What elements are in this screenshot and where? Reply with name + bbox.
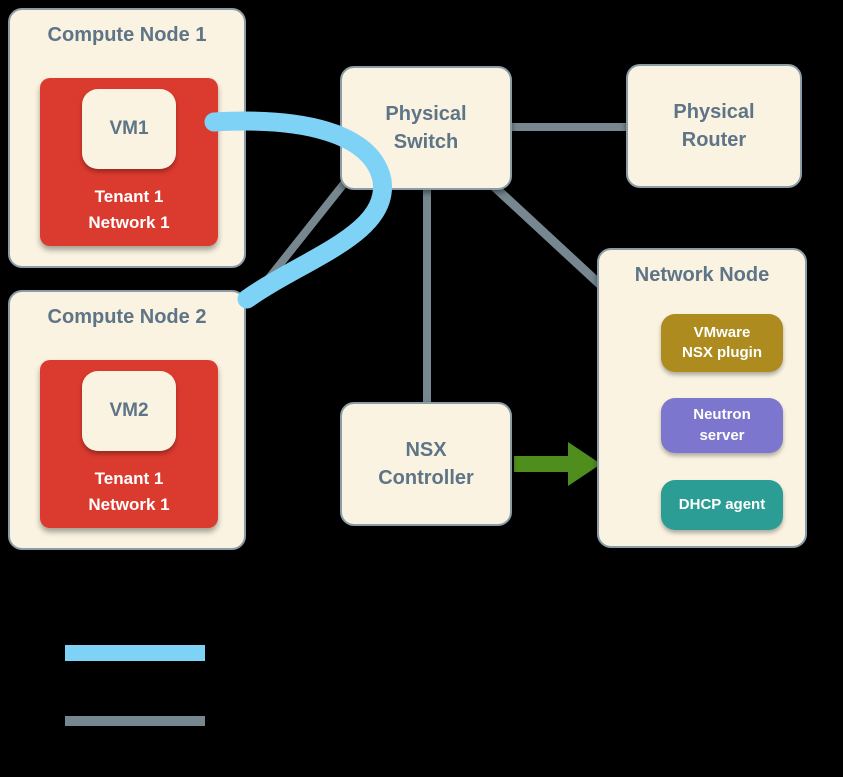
tenant-network-box-2: VM2 Tenant 1 Network 1 (40, 360, 218, 528)
compute-node-2-title: Compute Node 2 (47, 306, 207, 328)
line-compute2-switch (246, 173, 354, 305)
legend-line-sample-blue (65, 645, 205, 661)
compute-node-2: Compute Node 2 VM2 Tenant 1 Network 1 (8, 290, 246, 550)
neutron-server-pill: Neutron server (661, 398, 783, 453)
arrow-nsx-to-network-node (514, 442, 601, 486)
dhcp-agent-pill: DHCP agent (661, 480, 783, 530)
tenant-network-label-1: Tenant 1 Network 1 (88, 187, 170, 233)
tenant-network-label-2: Tenant 1 Network 1 (88, 469, 170, 515)
physical-switch-label: Physical Switch (385, 103, 467, 153)
physical-router-label: Physical Router (673, 101, 755, 151)
compute-node-1: Compute Node 1 VM1 Tenant 1 Network 1 (8, 8, 246, 268)
network-node: Network Node VMware NSX plugin Neutron s… (597, 248, 807, 548)
nsx-controller: NSX Controller (340, 402, 512, 526)
vm1-label: VM1 (109, 118, 149, 139)
nsx-controller-label: NSX Controller (378, 439, 474, 489)
network-node-title: Network Node (634, 264, 770, 286)
compute-node-1-title: Compute Node 1 (47, 24, 207, 46)
physical-switch: Physical Switch (340, 66, 512, 190)
vm1-box: VM1 (82, 89, 176, 169)
tenant-network-box-1: VM1 Tenant 1 Network 1 (40, 78, 218, 246)
vm2-box: VM2 (82, 371, 176, 451)
physical-router: Physical Router (626, 64, 802, 188)
vm2-label: VM2 (109, 400, 149, 421)
legend-line-sample-gray (65, 716, 205, 726)
vmware-nsx-plugin-pill: VMware NSX plugin (661, 314, 783, 372)
